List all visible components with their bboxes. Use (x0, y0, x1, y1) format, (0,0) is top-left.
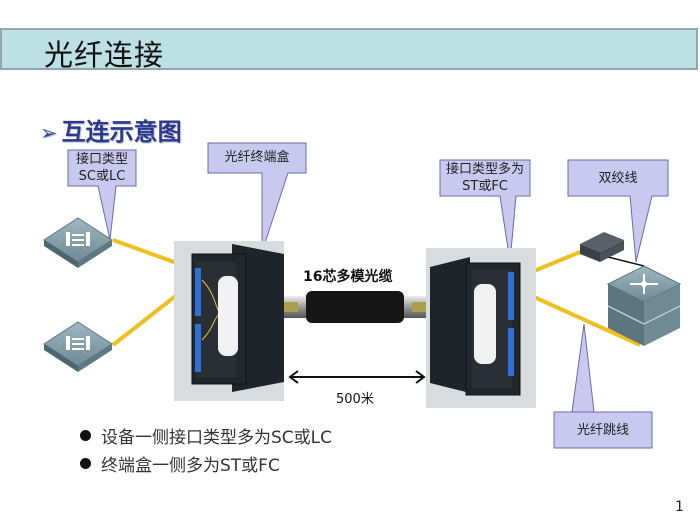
bullet-dot-icon (80, 458, 91, 469)
callout-line: ST或FC (462, 179, 508, 194)
callout-line: 光纤跳线 (576, 423, 629, 438)
distance-label: 500米 (336, 392, 374, 407)
fiber-terminal-box-left (174, 241, 284, 401)
callout-box-interface-text: 接口类型多为 ST或FC (440, 161, 530, 195)
bullet-item: 设备一侧接口类型多为SC或LC (80, 424, 332, 452)
media-converter-icon (580, 232, 624, 262)
title-bar: 光纤连接 (0, 28, 698, 72)
switch-icon (43, 217, 113, 268)
callout-terminal-box-text: 光纤终端盒 (208, 149, 306, 166)
switch-icon (43, 321, 113, 372)
callout-twisted-pair (567, 159, 669, 263)
fiber-terminal-box-right (426, 248, 536, 408)
bullet-list: 设备一侧接口类型多为SC或LC 终端盒一侧多为ST或FC (80, 424, 332, 480)
section-heading-text: 互连示意图 (61, 118, 182, 146)
callout-box-interface (439, 159, 531, 263)
port-column (195, 268, 201, 372)
distance-arrow (288, 370, 426, 384)
callout-twisted-pair-text: 双绞线 (568, 170, 668, 187)
arrow-bullet-icon: ➢ (40, 121, 58, 145)
callout-terminal-box (207, 142, 307, 253)
bullet-text: 终端盒一侧多为ST或FC (101, 456, 280, 476)
page-title: 光纤连接 (44, 38, 165, 72)
section-heading: ➢互连示意图 (40, 112, 182, 147)
callout-device-interface (67, 149, 137, 241)
cable-label: 16芯多模光缆 (303, 269, 393, 285)
fiber-cable (284, 291, 426, 323)
bullet-item: 终端盒一侧多为ST或FC (80, 452, 332, 480)
callout-patch-cord-text: 光纤跳线 (554, 422, 652, 439)
callout-patch-cord (553, 323, 653, 449)
callout-line: 光纤终端盒 (224, 150, 290, 165)
core-switch-icon (606, 265, 682, 346)
callout-device-interface-text: 接口类型 SC或LC (68, 151, 136, 185)
callout-line: SC或LC (78, 169, 126, 184)
bullet-dot-icon (80, 430, 91, 441)
page-number: 1 (675, 499, 684, 515)
bullet-text: 设备一侧接口类型多为SC或LC (101, 428, 333, 448)
callout-line: 接口类型 (75, 152, 128, 167)
callout-line: 接口类型多为 (445, 162, 524, 177)
callout-line: 双绞线 (598, 171, 638, 186)
